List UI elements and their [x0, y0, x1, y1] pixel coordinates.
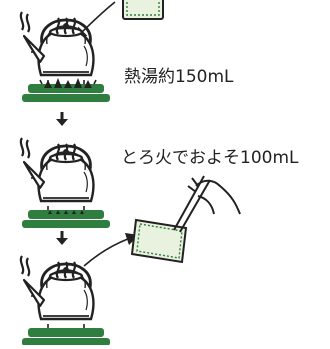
chopsticks	[173, 175, 211, 233]
kettle-step-2	[19, 136, 112, 230]
kettle-step-3	[19, 254, 112, 348]
kettle-step-1	[19, 10, 112, 104]
tea-bag-top	[122, 0, 164, 20]
step-2-caption: とろ火でおよそ100mL	[121, 148, 299, 168]
down-arrow-1	[56, 112, 68, 126]
remove-arrow	[83, 232, 140, 267]
tea-bag-held	[130, 218, 188, 264]
down-arrow-2	[56, 231, 68, 245]
hand	[187, 177, 241, 215]
step-1-caption: 熱湯約150mL	[124, 67, 234, 87]
